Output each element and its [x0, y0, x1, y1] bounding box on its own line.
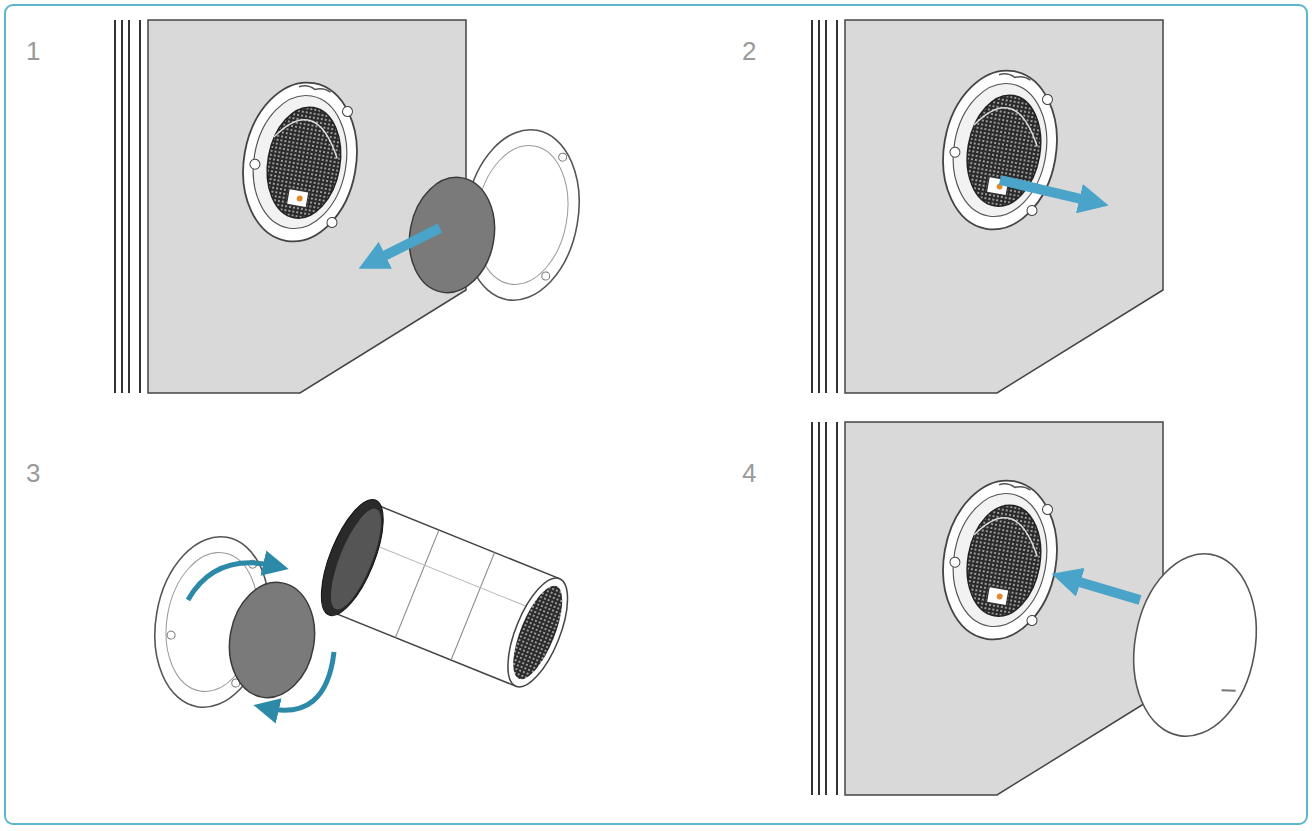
frame [5, 5, 1307, 824]
step-number: 1 [26, 38, 40, 64]
filter-cylinder [309, 492, 582, 698]
step-number: 3 [26, 460, 40, 486]
step-number: 2 [742, 38, 756, 64]
panel-two-art [812, 20, 1163, 393]
panel-one-art [115, 20, 592, 393]
panel-four-art [812, 422, 1270, 795]
step-number: 4 [742, 460, 756, 486]
panel-three-art [142, 492, 581, 717]
